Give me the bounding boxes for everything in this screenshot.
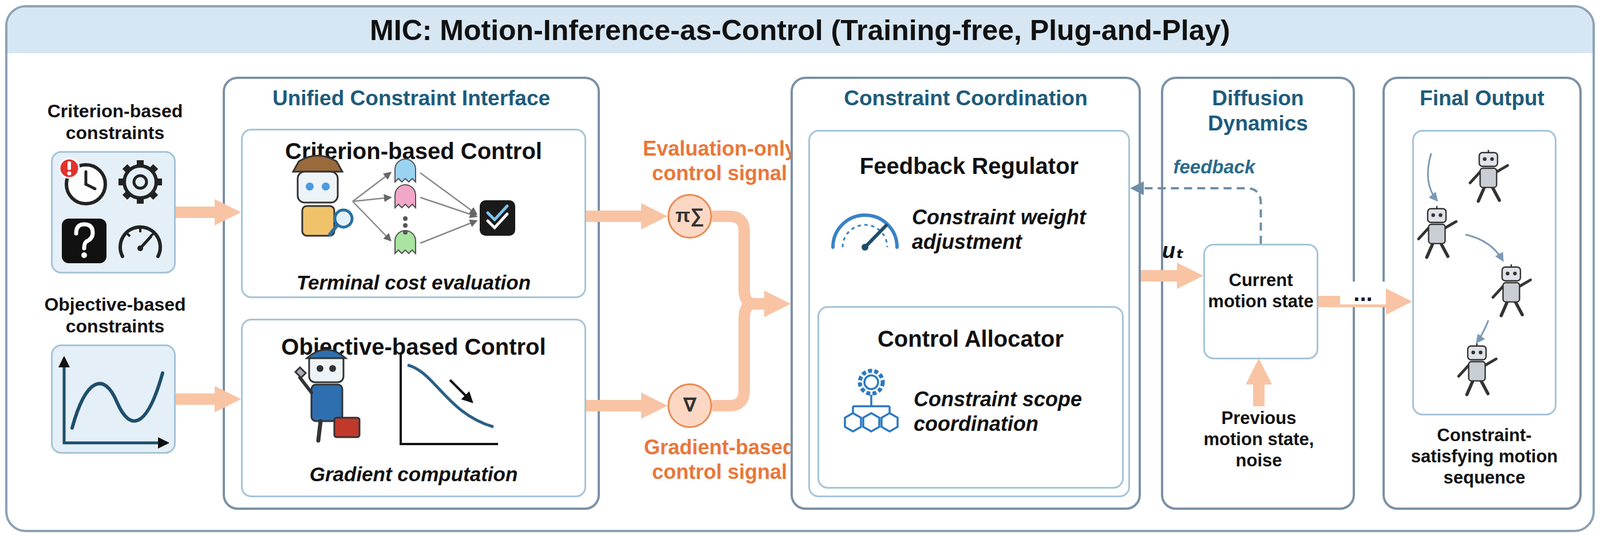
module-box: Final OutputConstraint-satisfying motion… xyxy=(1382,76,1582,511)
flow-arrow xyxy=(1140,270,1177,282)
process-box: Criterion-based ControlTerminal cost eva… xyxy=(241,128,587,299)
flow-arrow xyxy=(712,216,765,304)
node-text: Constraint-satisfying motion sequence xyxy=(1407,424,1562,489)
process-box: Control AllocatorConstraint scope coordi… xyxy=(817,306,1124,489)
node-text: π∑ xyxy=(669,203,711,228)
free-label: Previous motion state, noise xyxy=(1190,407,1328,472)
process-box: Objective-based ControlGradient computat… xyxy=(241,318,587,498)
state-box: Current motion state xyxy=(1203,243,1319,360)
edge-label: uₜ xyxy=(1147,238,1199,265)
node-text: Control Allocator xyxy=(819,325,1123,353)
node-text: Constraint Coordination xyxy=(792,85,1139,112)
node-text: ∇ xyxy=(669,393,711,417)
node-text: Current motion state xyxy=(1205,269,1317,312)
edge-label: ... xyxy=(1340,281,1386,305)
flow-arrow xyxy=(586,210,642,223)
node-text: Gradient computation xyxy=(242,462,585,487)
operator-circle: Evaluation-only control signalπ∑ xyxy=(667,194,713,239)
check-icon xyxy=(479,200,516,236)
operator-circle: ∇Gradient-based control signal xyxy=(667,383,713,429)
node-text: Criterion-based constraints xyxy=(18,100,212,145)
node-text: Final Output xyxy=(1384,85,1580,112)
flow-arrow xyxy=(175,393,215,406)
node-text: Criterion-based Control xyxy=(242,137,585,165)
icon-box: Objective-based constraints xyxy=(50,344,176,454)
module-box: Constraint CoordinationFeedback Regulato… xyxy=(790,76,1141,511)
node-text: Objective-based constraints xyxy=(18,293,212,338)
edge-label: feedback xyxy=(1165,155,1263,179)
flow-arrow xyxy=(175,206,215,219)
node-text: Unified Constraint Interface xyxy=(224,85,598,112)
process-box: Feedback RegulatorConstraint weight adju… xyxy=(808,129,1131,498)
node-text: Terminal cost evaluation xyxy=(242,270,585,295)
question-icon xyxy=(61,218,107,264)
node-text: Constraint weight adjustment xyxy=(911,204,1130,255)
node-text: Feedback Regulator xyxy=(810,152,1129,180)
flow-arrow xyxy=(586,400,642,412)
flow-arrow xyxy=(712,303,765,406)
node-text: Constraint scope coordination xyxy=(913,386,1120,437)
gear-icon xyxy=(118,160,163,204)
node-text: Diffusion Dynamics xyxy=(1163,85,1353,137)
diagram-title: MIC: Motion-Inference-as-Control (Traini… xyxy=(7,7,1593,54)
input-arrow xyxy=(1253,384,1265,407)
node-text: Objective-based Control xyxy=(242,333,585,361)
